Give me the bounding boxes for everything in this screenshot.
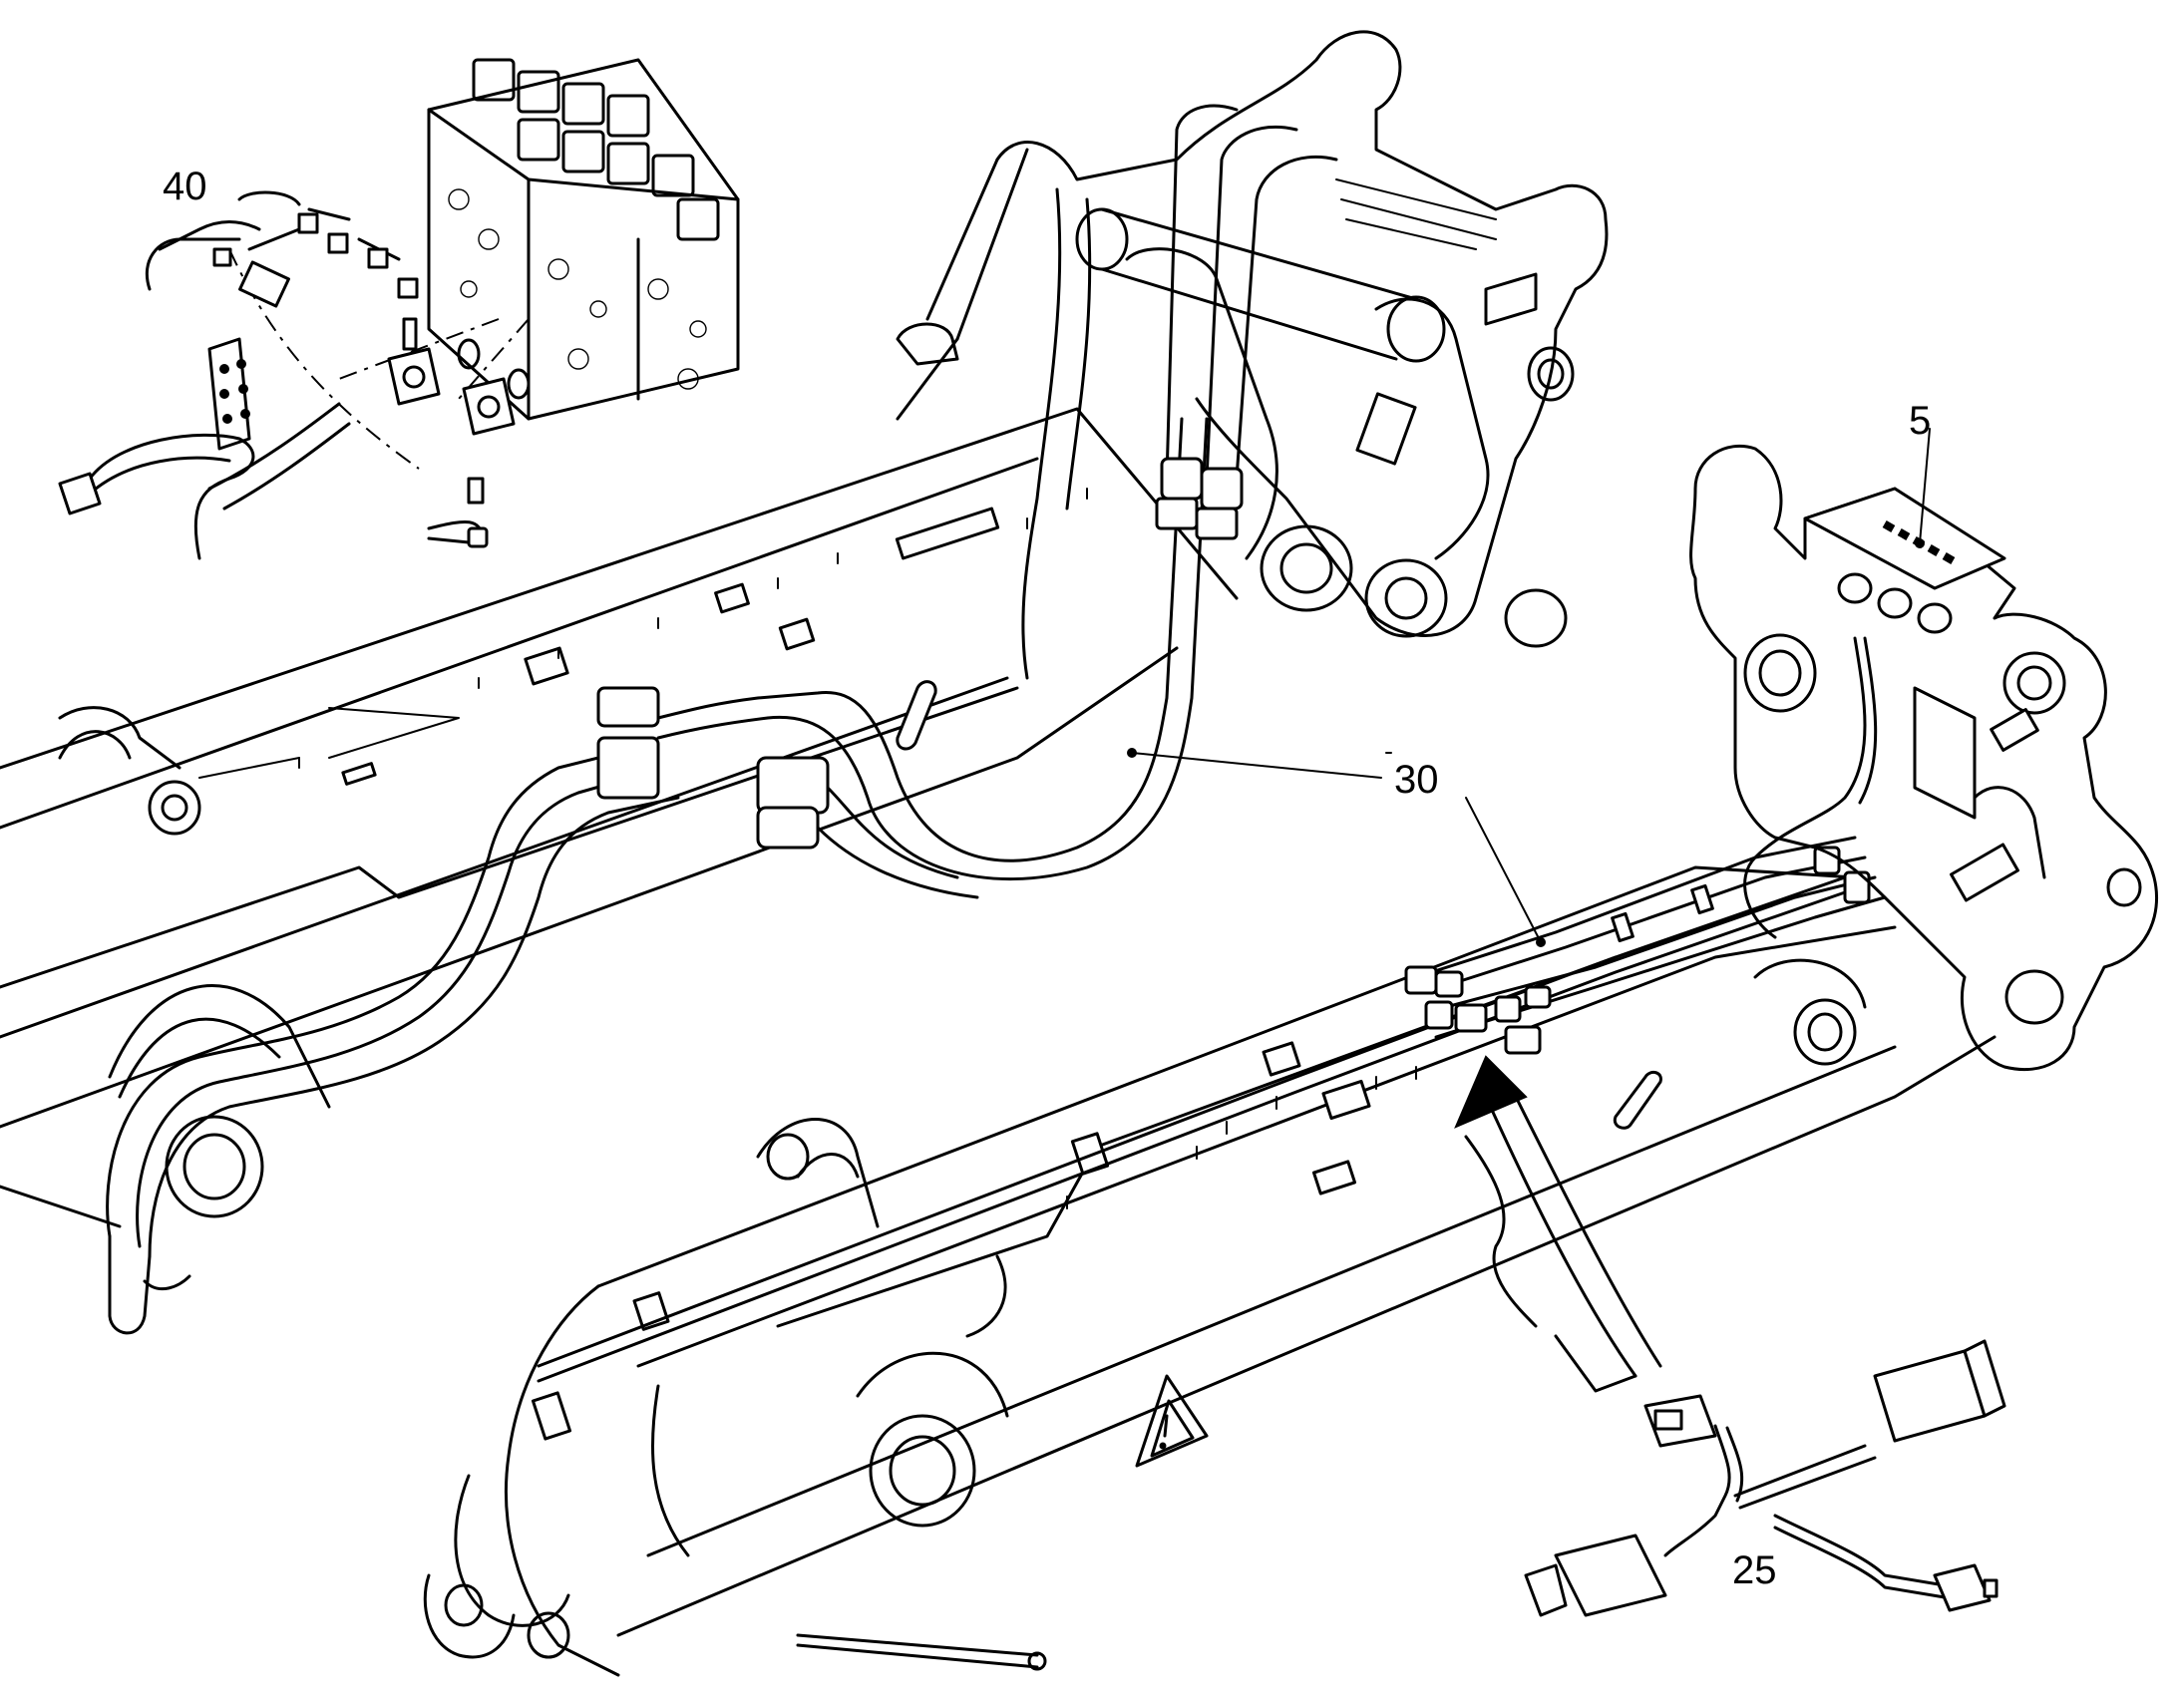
callout-5: 5 — [1909, 399, 1932, 443]
callout-30: 30 — [1394, 758, 1439, 802]
left-boom — [0, 407, 1239, 1228]
right-boom — [423, 865, 1997, 1677]
callout-25: 25 — [1732, 1548, 1777, 1592]
direction-arrow-icon — [1454, 1055, 1662, 1393]
right-coupler-head — [1689, 444, 2159, 1072]
leader-lines — [1127, 428, 1931, 947]
right-boom-lines — [537, 836, 1887, 1383]
wiring-harness — [1524, 1339, 2006, 1617]
control-valve-assembly — [58, 58, 740, 560]
upper-coupler-head — [896, 30, 1609, 680]
callout-40: 40 — [163, 165, 207, 208]
warning-triangle-icon — [1135, 1374, 1209, 1468]
left-boom-hoses — [106, 104, 1338, 1335]
